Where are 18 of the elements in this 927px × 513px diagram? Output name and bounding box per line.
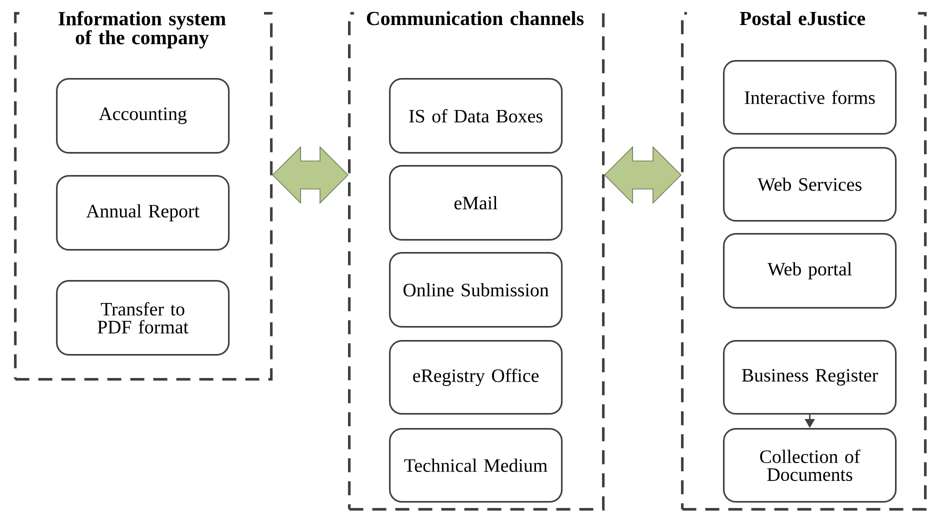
- process-box: Web portal: [723, 232, 897, 309]
- process-box: Business Register: [723, 340, 897, 415]
- double-arrow: [604, 146, 682, 204]
- process-box: Technical Medium: [389, 428, 563, 503]
- process-box: eRegistry Office: [389, 340, 563, 415]
- process-box: Web Services: [723, 146, 897, 222]
- group-title: Postal eJustice: [687, 10, 918, 26]
- process-box: eMail: [389, 164, 563, 241]
- process-box: Online Submission: [389, 252, 563, 328]
- process-box: Collection of Documents: [723, 428, 897, 503]
- group-title: Communication channels: [354, 10, 596, 26]
- process-box: Accounting: [56, 78, 230, 154]
- double-arrow: [272, 146, 349, 204]
- group-title: Information system of the company: [20, 10, 264, 50]
- process-box: Transfer to PDF format: [56, 280, 230, 356]
- process-box: IS of Data Boxes: [389, 78, 563, 154]
- process-box: Interactive forms: [723, 60, 897, 135]
- process-box: Annual Report: [56, 174, 230, 251]
